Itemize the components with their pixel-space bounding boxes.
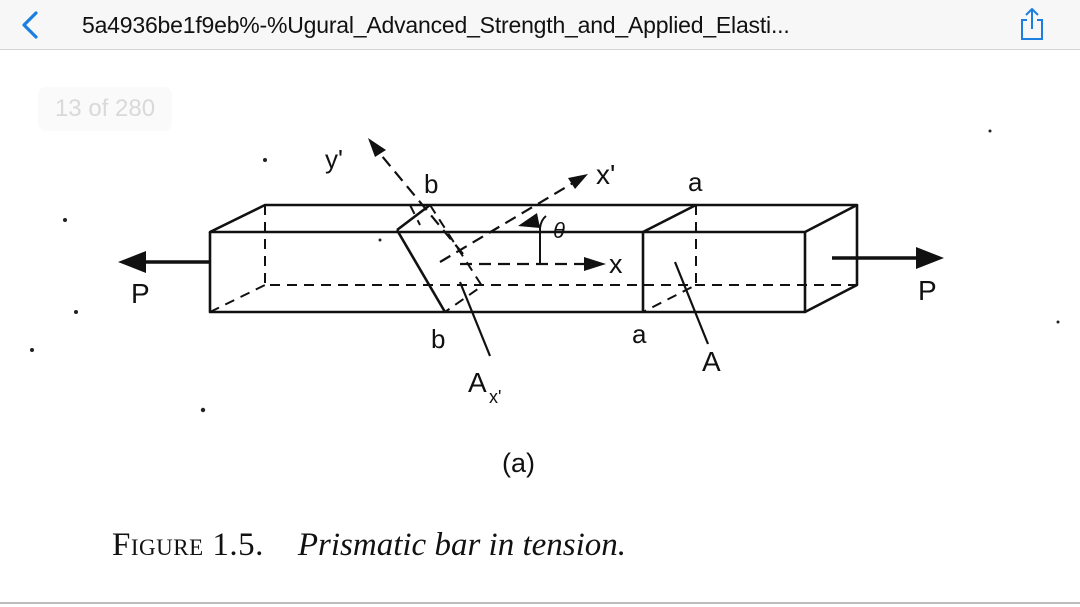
label-a-bottom: a: [632, 319, 647, 349]
label-a-top: a: [688, 167, 703, 197]
label-b-bottom: b: [431, 324, 445, 354]
navigation-bar: 5a4936be1f9eb%-%Ugural_Advanced_Strength…: [0, 0, 1080, 50]
section-b-front: [395, 229, 447, 313]
bar-diagram: y' x' θ x b b a a P P A A x' (a): [30, 129, 1060, 478]
label-area-a: A: [702, 346, 721, 377]
label-y-prime: y': [325, 144, 343, 174]
right-load-arrowhead: [916, 247, 944, 269]
caption-title: Prismatic bar in tension.: [297, 527, 627, 563]
x-arrowhead: [584, 257, 606, 271]
label-area-ax: A: [468, 367, 487, 398]
y-prime-arrowhead: [368, 138, 386, 157]
label-x-prime: x': [596, 159, 615, 190]
theta-arrowhead: [518, 213, 540, 228]
figure-caption: Figure 1.5. Prismatic bar in tension.: [112, 524, 872, 566]
caption-label: Figure 1.5.: [112, 527, 264, 563]
x-prime-arrowhead: [568, 174, 588, 189]
back-button[interactable]: [12, 6, 48, 44]
chevron-left-icon: [22, 11, 38, 39]
label-b-top: b: [424, 169, 438, 199]
bar-front-face: [208, 232, 807, 314]
section-a-top: [642, 203, 697, 234]
figure-prismatic-bar: y' x' θ x b b a a P P A A x' (a): [0, 51, 1080, 607]
document-title: 5a4936be1f9eb%-%Ugural_Advanced_Strength…: [82, 12, 790, 38]
a-leader: [673, 261, 710, 345]
bottom-divider: [0, 602, 1080, 604]
page-counter: 13 of 280: [38, 87, 172, 131]
label-x: x: [609, 249, 623, 279]
left-load-arrowhead: [118, 251, 146, 273]
figure-sublabel: (a): [502, 448, 535, 478]
label-p-left: P: [131, 278, 150, 309]
share-icon: [1021, 8, 1043, 40]
label-p-right: P: [918, 275, 937, 306]
share-button[interactable]: [1012, 4, 1052, 44]
label-area-ax-subscript: x': [489, 387, 501, 407]
ax-leader: [458, 281, 492, 357]
label-theta: θ: [553, 218, 565, 243]
